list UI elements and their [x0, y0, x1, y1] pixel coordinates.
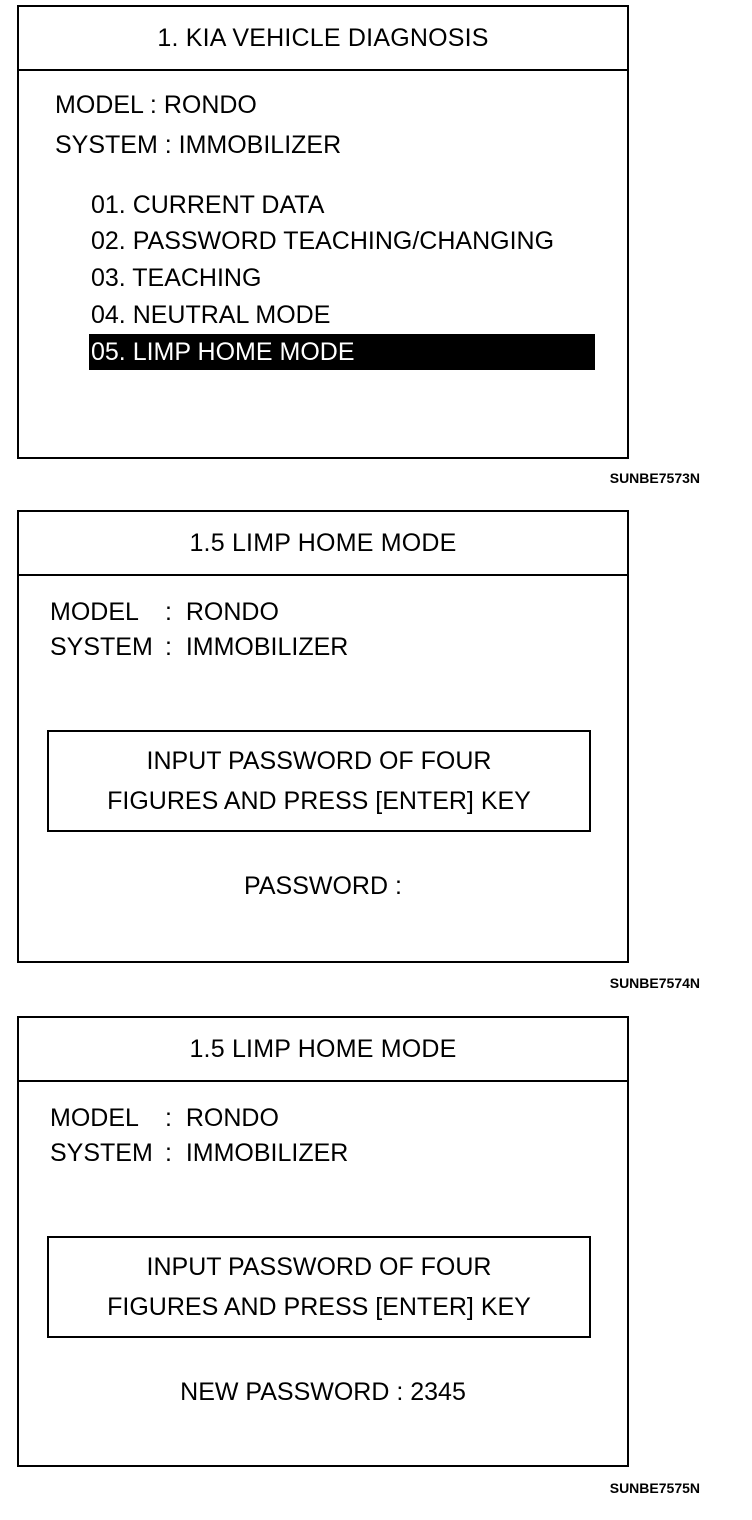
figure-caption: SUNBE7573N [609, 470, 700, 486]
screen-title: 1.5 LIMP HOME MODE [19, 1018, 627, 1082]
menu-item-limp-home-mode[interactable]: 05. LIMP HOME MODE [89, 334, 595, 370]
instruction-box: INPUT PASSWORD OF FOUR FIGURES AND PRESS… [47, 1236, 591, 1338]
instruction-line-2: FIGURES AND PRESS [ENTER] KEY [107, 787, 531, 815]
instruction-line-1: INPUT PASSWORD OF FOUR [146, 1253, 492, 1281]
menu-item-current-data[interactable]: 01. CURRENT DATA [91, 191, 325, 219]
system-key: SYSTEM [50, 633, 153, 661]
menu-item-password-teaching[interactable]: 02. PASSWORD TEACHING/CHANGING [91, 227, 555, 255]
system-label: SYSTEM : IMMOBILIZER [55, 131, 342, 159]
instruction-box: INPUT PASSWORD OF FOUR FIGURES AND PRESS… [47, 730, 591, 832]
model-label: MODEL : RONDO [55, 91, 257, 119]
system-value: : IMMOBILIZER [165, 633, 349, 661]
model-key: MODEL [50, 1104, 139, 1132]
new-password-input[interactable]: NEW PASSWORD : 2345 [180, 1378, 466, 1406]
model-value: : RONDO [165, 1104, 279, 1132]
diagnosis-menu-screen: 1. KIA VEHICLE DIAGNOSIS MODEL : RONDO S… [17, 5, 629, 459]
model-key: MODEL [50, 598, 139, 626]
screen-title: 1.5 LIMP HOME MODE [19, 512, 627, 576]
instruction-line-2: FIGURES AND PRESS [ENTER] KEY [107, 1293, 531, 1321]
menu-item-neutral-mode[interactable]: 04. NEUTRAL MODE [91, 301, 331, 329]
limp-home-password-screen: 1.5 LIMP HOME MODE MODEL : RONDO SYSTEM … [17, 510, 629, 963]
model-value: : RONDO [165, 598, 279, 626]
password-input[interactable]: PASSWORD : [244, 872, 402, 900]
system-value: : IMMOBILIZER [165, 1139, 349, 1167]
system-key: SYSTEM [50, 1139, 153, 1167]
instruction-line-1: INPUT PASSWORD OF FOUR [146, 747, 492, 775]
menu-item-teaching[interactable]: 03. TEACHING [91, 264, 262, 292]
screen-title: 1. KIA VEHICLE DIAGNOSIS [19, 7, 627, 71]
figure-caption: SUNBE7575N [609, 1480, 700, 1496]
limp-home-new-password-screen: 1.5 LIMP HOME MODE MODEL : RONDO SYSTEM … [17, 1016, 629, 1467]
figure-caption: SUNBE7574N [609, 975, 700, 991]
